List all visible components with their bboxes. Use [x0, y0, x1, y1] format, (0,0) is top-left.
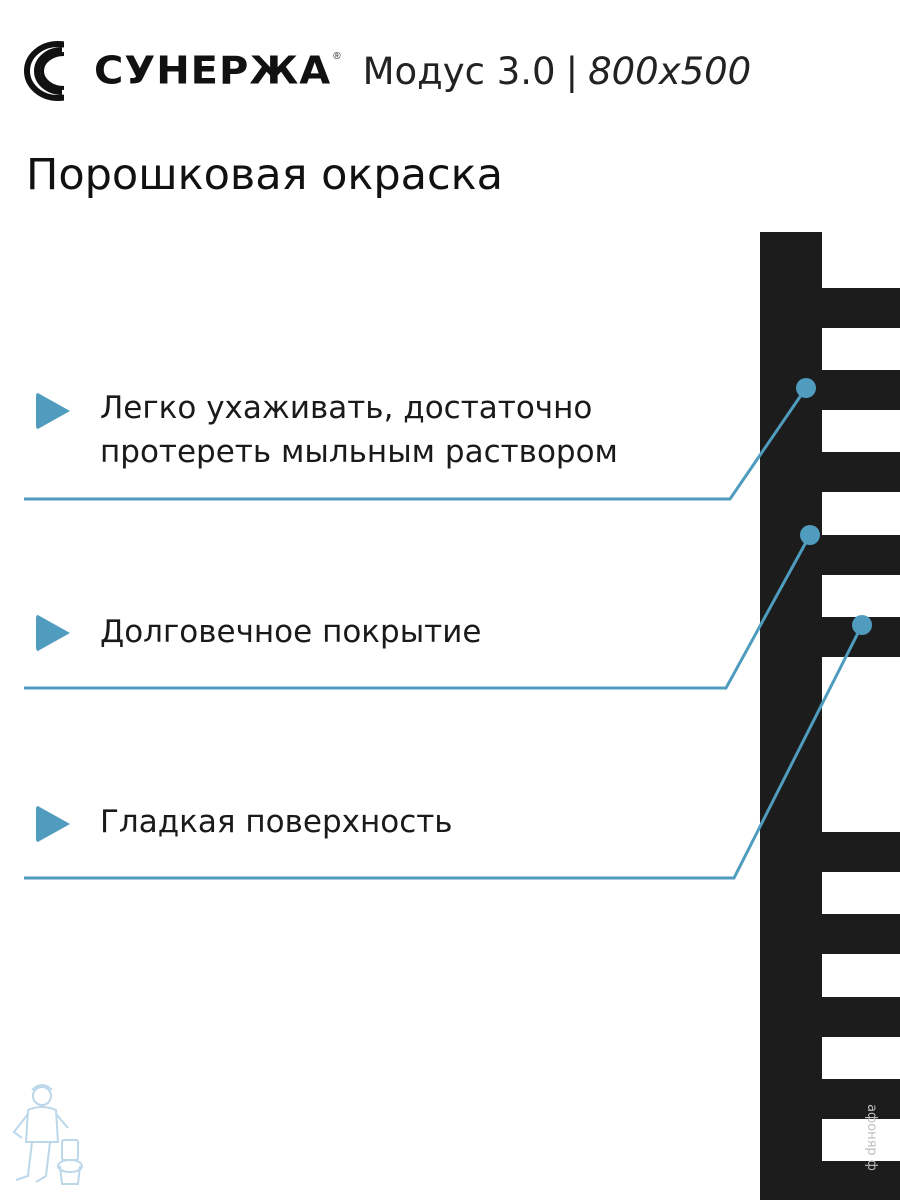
- rail-bar: [818, 832, 900, 872]
- towel-rail: [760, 232, 900, 1200]
- rail-side-post: [760, 232, 822, 1200]
- callout-dot-1: [796, 378, 816, 398]
- callout-line-2: [24, 534, 812, 690]
- rail-bar: [818, 997, 900, 1037]
- feature-text: Гладкая поверхность: [100, 804, 453, 840]
- logo-mark-icon: [24, 39, 92, 103]
- triangle-bullet-icon: [36, 805, 70, 843]
- rail-bar: [818, 452, 900, 492]
- callout-dot-2: [800, 525, 820, 545]
- header: СУНЕРЖА ® Модус 3.0|800x500: [24, 36, 751, 106]
- model-name: Модус 3.0: [362, 49, 556, 93]
- rail-bar: [818, 1161, 900, 1200]
- feature-text-line: протереть мыльным раствором: [100, 434, 618, 470]
- feature-text: Легко ухаживать, достаточно протереть мы…: [100, 386, 618, 474]
- model-title: Модус 3.0|800x500: [363, 50, 752, 93]
- callout-dot-3: [852, 615, 872, 635]
- triangle-bullet-icon: [36, 614, 70, 652]
- rail-bar: [818, 288, 900, 328]
- model-size: 800x500: [588, 49, 752, 93]
- model-separator: |: [565, 49, 579, 93]
- watermark: афоняр ф: [863, 1104, 879, 1171]
- plumber-mascot-icon: [12, 1084, 83, 1185]
- brand-logo: СУНЕРЖА ®: [24, 39, 341, 103]
- rail-bar: [818, 914, 900, 954]
- callout-dots: [796, 378, 872, 635]
- feature-text-line: Легко ухаживать, достаточно: [100, 390, 593, 426]
- brand-name: СУНЕРЖА: [94, 49, 332, 93]
- rail-bar: [818, 1079, 900, 1119]
- page-title: Порошковая окраска: [26, 150, 503, 200]
- triangle-bullet-icon: [36, 392, 70, 430]
- rail-bar: [818, 535, 900, 575]
- registered-mark: ®: [333, 51, 341, 62]
- callout-line-3: [24, 624, 864, 880]
- callout-lines: [24, 387, 864, 880]
- rail-bar: [818, 370, 900, 410]
- callout-line-1: [24, 387, 808, 501]
- feature-text: Долговечное покрытие: [100, 614, 482, 650]
